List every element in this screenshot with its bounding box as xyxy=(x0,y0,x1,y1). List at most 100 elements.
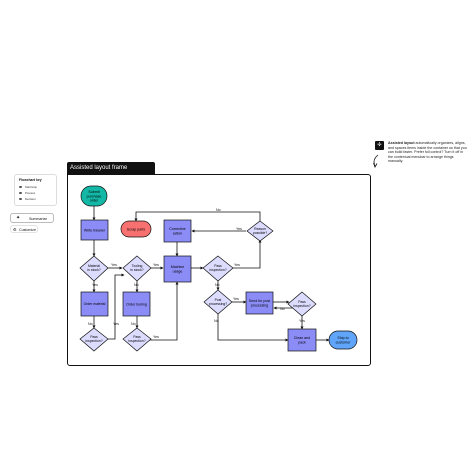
node-label-line: Reason xyxy=(254,227,266,231)
node-order-tooling[interactable]: Order tooling xyxy=(122,291,151,317)
node-label-line: in stock? xyxy=(87,268,100,272)
node-label-line: inspection? xyxy=(85,339,102,343)
key-item-decision: Decision xyxy=(25,197,36,201)
node-label-line: inspection? xyxy=(293,304,310,308)
node-label-line: Pass xyxy=(214,264,222,268)
node-label-line: Post xyxy=(215,298,222,302)
edge-label-yes: Yes xyxy=(153,263,159,267)
frame-title-tab[interactable]: Assisted layout frame xyxy=(67,162,155,174)
summarize-label: Summarize xyxy=(29,217,48,221)
key-item-start-stop: Start/stop xyxy=(25,185,37,189)
node-label-line: Order tooling xyxy=(126,302,147,306)
assisted-layout-note: Assisted layout automatically organizes,… xyxy=(388,141,468,164)
key-swatch-start-stop xyxy=(19,186,22,188)
edge-label-yes: Yes xyxy=(111,263,117,267)
gear-icon: ⚙ xyxy=(13,227,17,232)
node-label-line: Corrective xyxy=(169,227,185,231)
node-label-line: Ship to xyxy=(337,336,348,340)
edge-label-yes: Yes xyxy=(236,227,242,231)
decision-shape xyxy=(79,255,109,282)
process-shape xyxy=(80,219,109,241)
decision-shape xyxy=(202,255,234,282)
frame-title: Assisted layout frame xyxy=(70,165,128,171)
node-label-line: Pass xyxy=(90,335,98,339)
node-label-line: order xyxy=(90,198,99,202)
decision-shape xyxy=(79,327,109,352)
flowchart-key-title: Flowchart key xyxy=(19,178,42,182)
summarize-button[interactable]: ✦ Summarize xyxy=(10,213,54,223)
decision-shape xyxy=(203,289,233,315)
process-shape xyxy=(163,219,192,243)
edge-pass-yes-reason xyxy=(233,239,262,269)
node-label-line: customer xyxy=(336,340,352,344)
flowchart-key-card[interactable]: Flowchart key Start/stop Process Decisio… xyxy=(14,174,57,206)
edge-label-yes: Yes xyxy=(92,283,98,287)
decision-shape xyxy=(122,255,152,282)
edge-label-yes: Yes xyxy=(113,322,119,326)
node-label-line: action xyxy=(173,231,183,235)
terminal-shape xyxy=(80,185,108,207)
edge-label-no: No xyxy=(216,208,221,212)
edge-label-no: No xyxy=(88,322,93,326)
decision-shape xyxy=(122,327,152,352)
assisted-layout-icon: ✣ xyxy=(375,141,384,150)
node-label-line: Clean and xyxy=(294,336,310,340)
node-label-line: Material xyxy=(88,264,100,268)
node-label-line: Pass xyxy=(298,300,306,304)
node-label-line: Scrap parts xyxy=(127,227,146,231)
node-label-line: pack xyxy=(298,340,306,344)
node-label-line: inspection? xyxy=(128,339,145,343)
node-scrap-parts[interactable]: Scrap parts xyxy=(120,220,152,238)
sparkle-icon: ✦ xyxy=(16,215,21,221)
node-label-line: inspection? xyxy=(209,268,226,272)
edge-post-no-clean xyxy=(217,314,289,342)
node-write-traveler[interactable]: Write traveler xyxy=(80,219,109,241)
edge-label-no: No xyxy=(215,283,220,287)
connectors xyxy=(92,206,330,342)
key-swatch-decision xyxy=(19,198,22,200)
decision-shape xyxy=(246,220,274,242)
node-label-line: Pass xyxy=(133,335,141,339)
key-swatch-process xyxy=(19,192,22,194)
node-label: Write traveler xyxy=(84,228,106,232)
edge-label-no: No xyxy=(131,322,136,326)
node-order-material[interactable]: Order material xyxy=(80,291,109,317)
edge-label-yes: Yes xyxy=(299,319,305,323)
process-shape xyxy=(80,291,109,317)
note-body-text: automatically organizes, aligns, and spa… xyxy=(388,141,467,164)
edge-reason-no-scrap xyxy=(134,211,261,222)
node-label: Scrap parts xyxy=(127,227,146,231)
node-label-line: processing? xyxy=(209,302,227,306)
process-shape xyxy=(287,328,317,352)
node-label-line: Submit xyxy=(88,190,99,194)
customize-button[interactable]: ⚙ Customize xyxy=(10,225,38,233)
node-label-line: purchase xyxy=(87,194,102,198)
node-label-line: Order material xyxy=(84,302,106,306)
node-label: Order material xyxy=(84,302,106,306)
